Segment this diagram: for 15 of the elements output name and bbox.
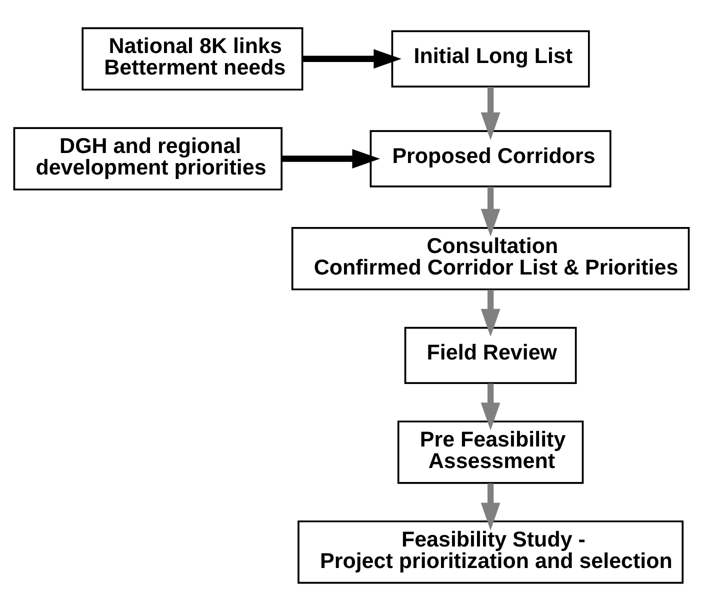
node-box: DGH and regional development priorities [13,126,282,190]
arrow [480,383,500,430]
node-box: Pre Feasibility Assessment [397,420,584,484]
arrow [480,86,500,140]
node-box: Initial Long List [391,30,590,87]
node-box: Proposed Corridors [370,130,612,187]
node-box: Field Review [404,326,577,384]
arrow [282,148,380,168]
node-box: National 8K links Betterment needs [82,26,304,90]
arrow [480,482,500,530]
arrow [302,48,402,68]
node-box: Feasibility Study - Project prioritization and selection [298,520,684,584]
node-box: Consultation Confirmed Corridor List & Priorities [291,226,690,290]
arrow [480,289,500,336]
arrow [480,186,500,236]
